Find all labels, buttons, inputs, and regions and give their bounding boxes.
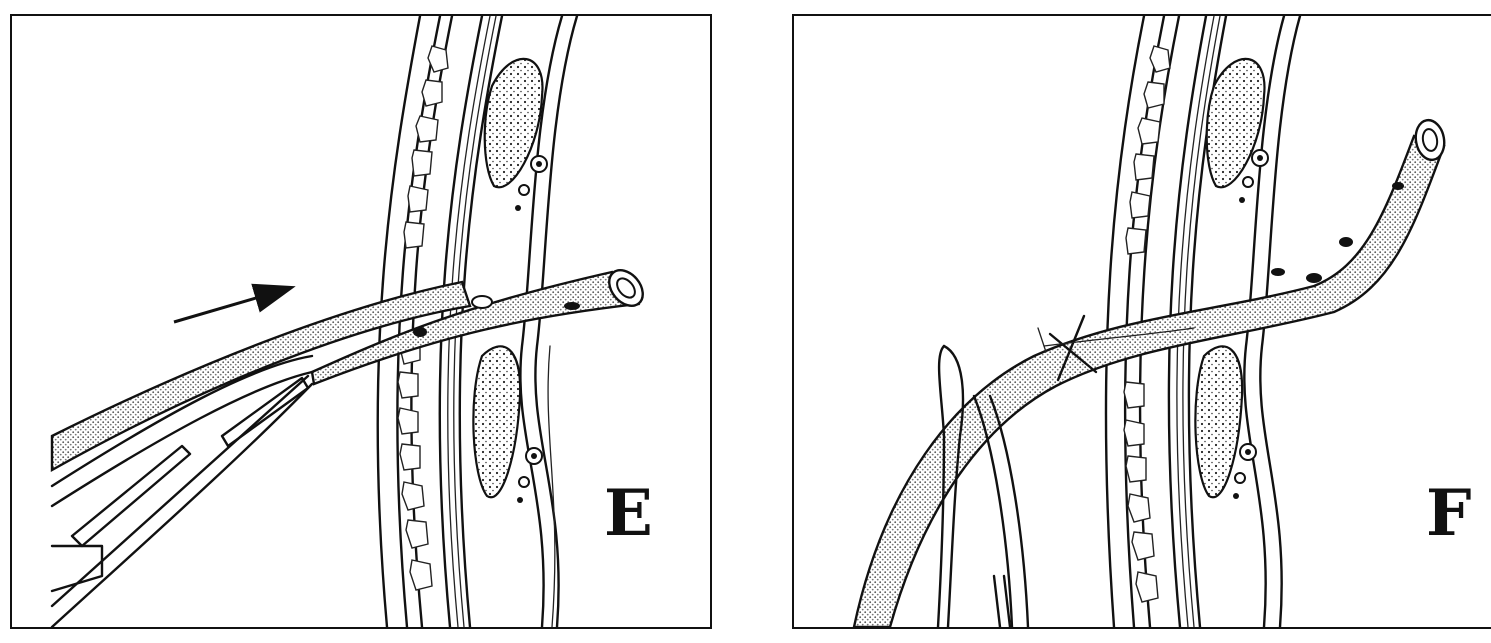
forceps-f <box>936 344 1030 627</box>
catheter-tube-e <box>310 269 644 386</box>
tissue-wall-e <box>376 16 579 627</box>
panel-label-e: E <box>604 476 653 551</box>
catheter-shaft-e <box>50 280 472 473</box>
illustration-e <box>50 16 644 627</box>
forceps-e <box>50 354 314 627</box>
panel-e: E <box>10 14 712 629</box>
tissue-wall-f <box>1104 16 1302 627</box>
direction-arrow <box>173 283 296 324</box>
catheter-tube-f <box>852 118 1446 627</box>
panel-label-f: F <box>1426 476 1472 551</box>
panel-f: F <box>792 14 1491 629</box>
illustration-f <box>852 16 1446 627</box>
